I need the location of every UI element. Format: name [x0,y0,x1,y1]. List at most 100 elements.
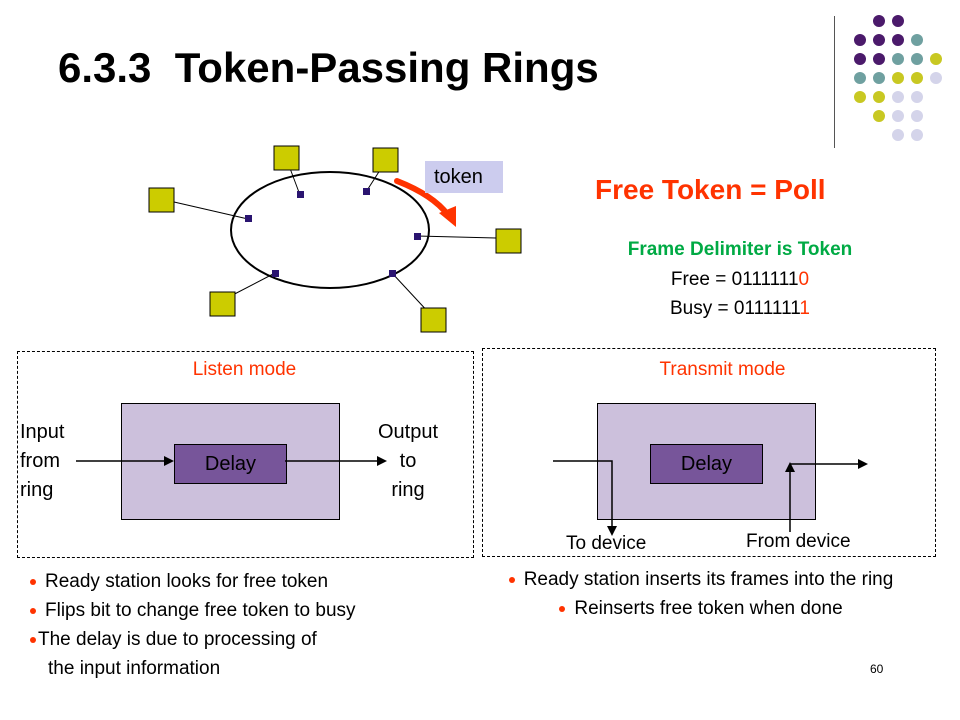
station-link [416,235,497,239]
dot-grid-row-7 [892,129,923,141]
station-node [495,228,522,254]
station-link [160,198,249,220]
grid-dot [911,53,923,65]
ring [230,171,430,289]
listen-delay-label: Delay [204,453,257,475]
station-node [372,147,399,173]
page-number: 60 [870,662,884,676]
bullet-text: Ready station inserts its frames into th… [523,569,894,590]
listen-bullet-item: Flips bit to change free token to busy [30,596,450,625]
grid-dot [873,53,885,65]
grid-dot [854,91,866,103]
transmit-delay-label: Delay [680,453,733,475]
grid-dot [873,72,885,84]
listen-arrows [76,456,387,466]
dot-grid-row-1 [873,15,904,27]
bullet-text: Reinserts free token when done [574,598,843,619]
slide-title: 6.3.3 Token-Passing Rings [58,44,599,91]
grid-dot [892,110,904,122]
grid-dot [892,34,904,46]
grid-dot [911,91,923,103]
to-device-label: To device [566,533,647,554]
input-label-line: from [20,450,60,472]
token-arrow-head [439,206,456,227]
listen-bullet-item: Ready station looks for free token [30,567,450,596]
transmit-bullet-item: Ready station inserts its frames into th… [456,565,946,594]
ring-interface [389,270,396,277]
listen-mode-panel [17,351,474,558]
grid-dot [873,110,885,122]
bullet-text: Ready station looks for free token [45,571,329,592]
input-label-line: ring [20,479,54,501]
grid-dot [911,129,923,141]
frame-delimiter-heading: Frame Delimiter is Token [627,239,853,260]
grid-dot [930,53,942,65]
transmit-output-arrow-head [858,459,868,469]
ring-interface [245,215,252,222]
input-arrow-head [164,456,174,466]
transmit-mode-panel [482,348,936,557]
grid-dot [892,15,904,27]
listen-delay-box: Delay [174,444,287,484]
to-device-path [553,460,613,530]
grid-dot [873,34,885,46]
free-code-prefix: Free = 0111111 [670,269,799,290]
grid-dot [854,72,866,84]
output-label-line: ring [391,479,425,501]
bullet-dot-icon [30,636,36,643]
station-node [273,145,300,171]
listen-bullet-list: Ready station looks for free token Flips… [30,567,450,683]
from-device-arrow-head [785,462,795,472]
ring-interface [272,270,279,277]
token-ring-diagram [148,145,522,333]
grid-dot [892,72,904,84]
free-token-headline: Free Token = Poll [595,174,826,205]
dot-grid-row-4 [854,72,942,84]
bullet-dot-icon [30,578,36,585]
listen-mode-label: Listen mode [192,359,297,380]
station-node [420,307,447,333]
listen-bullet-continuation: the input information [30,654,450,683]
input-label-line: Input [20,421,65,443]
grid-dot [854,34,866,46]
output-label-line: Output [377,421,439,443]
transmit-mode-label: Transmit mode [659,359,786,380]
bullet-text: Flips bit to change free token to busy [45,600,356,621]
dot-grid-row-5 [854,91,923,103]
ring-interface [414,233,421,240]
dot-grid-row-6 [873,110,923,122]
free-code-line: Free = 01111110 [560,269,920,291]
to-device-arrow-head [607,526,617,536]
bullet-text: The delay is due to processing of [38,629,317,650]
transmit-delay-box: Delay [650,444,763,484]
grid-dot [854,53,866,65]
busy-code-last-bit: 1 [799,298,810,319]
busy-code-line: Busy = 01111111 [560,298,920,320]
title-divider-line [834,16,835,148]
bullet-text: the input information [48,658,221,679]
grid-dot [873,91,885,103]
ring-interface [297,191,304,198]
bullet-dot-icon [559,605,566,612]
station-node [209,291,236,317]
grid-dot [930,72,942,84]
bullet-dot-icon [30,607,36,614]
grid-dot [892,91,904,103]
listen-input-label: Input from ring [20,418,80,505]
transmit-arrows [553,459,868,536]
decorative-dot-grid [854,15,942,141]
token-label: token [425,161,503,193]
output-label-line: to [399,450,417,472]
grid-dot [892,53,904,65]
listen-bullet-item: The delay is due to processing of [30,625,450,654]
grid-dot [873,15,885,27]
busy-code-prefix: Busy = 0111111 [670,298,800,319]
from-device-label: From device [746,531,851,552]
grid-dot [911,34,923,46]
output-arrow-head [377,456,387,466]
bullet-dot-icon [508,576,515,583]
transmit-bullet-item: Reinserts free token when done [456,594,946,623]
transmit-bullet-list: Ready station inserts its frames into th… [456,565,946,623]
free-code-last-bit: 0 [798,269,810,290]
grid-dot [911,72,923,84]
